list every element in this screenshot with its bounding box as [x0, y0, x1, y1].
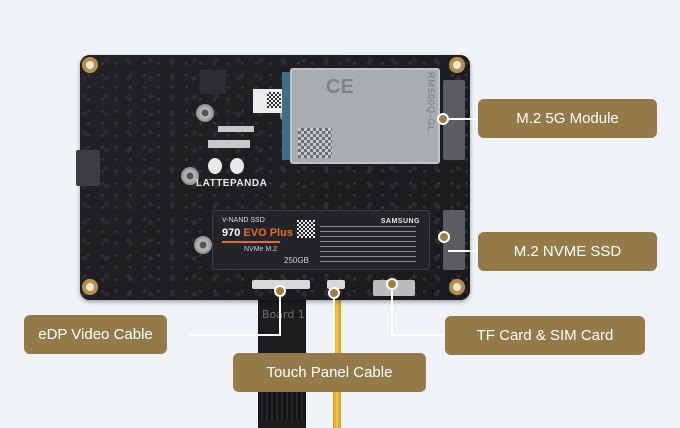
qr-sticker	[253, 89, 283, 113]
qr-code-icon	[298, 128, 332, 158]
ssd-brand: SAMSUNG	[380, 218, 420, 225]
callout-line	[447, 118, 480, 120]
callout-line	[391, 334, 446, 336]
brand-logo-text: LATTEPANDA	[196, 178, 268, 189]
qr-code-icon	[297, 220, 315, 238]
ssd-label-text	[320, 226, 416, 264]
header-pins	[208, 140, 250, 148]
callout-line	[190, 334, 281, 336]
mounting-hole-icon	[82, 279, 98, 295]
ssd-model-prefix: 970	[222, 227, 244, 239]
chip	[200, 70, 226, 94]
cable-label: Board 1	[262, 308, 305, 321]
module-edge	[282, 72, 290, 160]
ssd-interface: NVMe M.2	[244, 246, 278, 253]
header-pins	[218, 126, 254, 132]
ssd-accent-bar	[222, 241, 280, 243]
m2-socket	[443, 210, 465, 270]
callout-line	[279, 295, 281, 335]
screw-icon	[181, 167, 199, 185]
lattepanda-logo-icon	[208, 158, 244, 176]
m2-socket	[443, 80, 465, 160]
ssd-model: 970 EVO Plus	[222, 227, 293, 239]
ethernet-port	[76, 150, 100, 186]
callout-m2-5g-module: M.2 5G Module	[478, 99, 657, 138]
callout-m2-nvme-ssd: M.2 NVME SSD	[478, 232, 657, 271]
callout-tf-sim-card: TF Card & SIM Card	[445, 316, 645, 355]
callout-line	[391, 288, 393, 335]
callout-line	[448, 250, 480, 252]
screw-icon	[196, 104, 214, 122]
touch-connector	[327, 280, 345, 289]
5g-module: CE RM500Q-GL	[282, 68, 440, 164]
ssd-series: V-NAND SSD	[222, 217, 265, 224]
callout-dot-icon	[438, 231, 450, 243]
edp-connector	[252, 280, 310, 289]
screw-icon	[194, 236, 212, 254]
nvme-ssd: V-NAND SSD 970 EVO Plus NVMe M.2 250GB S…	[212, 210, 430, 270]
ssd-capacity: 250GB	[284, 256, 309, 265]
ssd-model-highlight: EVO Plus	[243, 227, 293, 239]
mounting-hole-icon	[82, 57, 98, 73]
callout-touch-panel-cable: Touch Panel Cable	[233, 353, 426, 392]
mounting-hole-icon	[449, 57, 465, 73]
module-model: RM500Q-GL	[426, 72, 436, 133]
callout-edp-video-cable: eDP Video Cable	[24, 315, 167, 354]
mounting-hole-icon	[449, 279, 465, 295]
ce-mark: CE	[326, 76, 354, 98]
callout-line	[333, 297, 335, 353]
